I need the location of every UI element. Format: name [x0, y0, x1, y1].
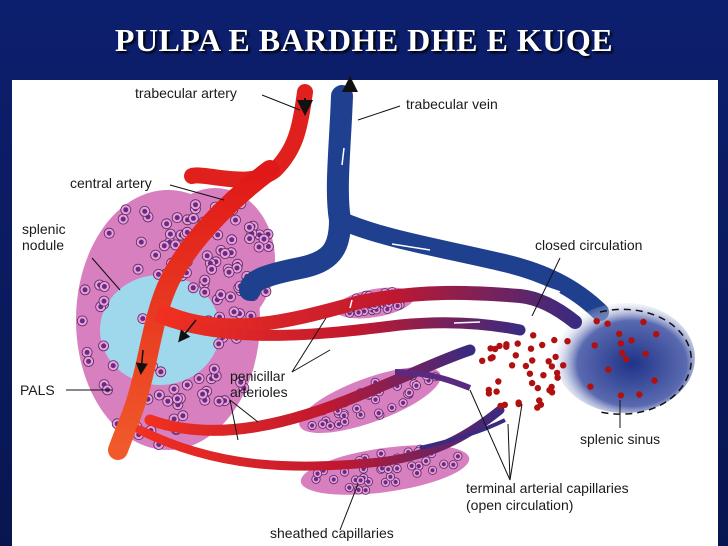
label-terminal-2: (open circulation): [466, 497, 573, 513]
arteries: [108, 84, 582, 471]
slide-title: PULPA E BARDHE DHE E KUQE: [114, 22, 614, 58]
label-penicillar-2: arterioles: [230, 384, 288, 400]
label-pals: PALS: [20, 382, 55, 398]
label-trabecular-artery: trabecular artery: [135, 85, 237, 101]
leader-lines: [66, 94, 621, 531]
label-penicillar-1: penicillar: [230, 368, 286, 384]
trabecular-vein: [239, 76, 609, 321]
label-central-artery: central artery: [70, 175, 152, 191]
label-sheathed-capillaries: sheathed capillaries: [270, 525, 394, 541]
label-closed-circulation: closed circulation: [535, 237, 642, 253]
label-splenic-nodule-1: splenic: [22, 221, 66, 237]
free-red-cells: [479, 318, 660, 411]
label-terminal-1: terminal arterial capillaries: [466, 480, 629, 496]
label-splenic-nodule-2: nodule: [22, 237, 64, 253]
label-trabecular-vein: trabecular vein: [406, 96, 498, 112]
label-splenic-sinus: splenic sinus: [580, 431, 660, 447]
diagram-labels: trabecular artery trabecular vein centra…: [20, 85, 660, 541]
